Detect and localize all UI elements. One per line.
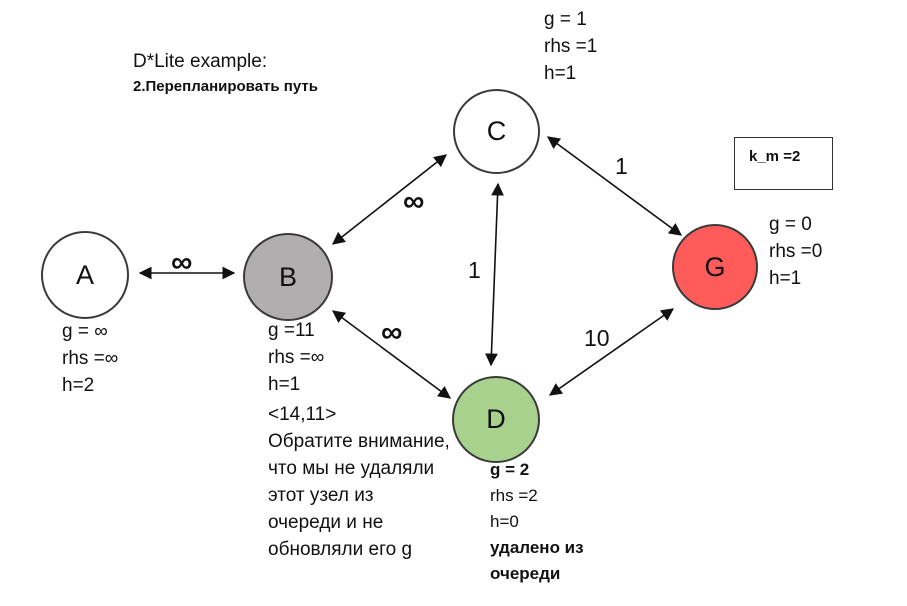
diagram-title: D*Lite example: (133, 51, 268, 72)
node-c-g: g = 1 (544, 9, 587, 30)
node-b-note-line: этот узел из (268, 485, 374, 506)
node-a: A (41, 231, 129, 319)
node-d-g: g = 2 (490, 460, 530, 479)
node-g-h: h=1 (769, 268, 802, 289)
node-d: D (452, 376, 540, 463)
node-d-note-line: очереди (490, 564, 561, 583)
node-a-rhs: rhs =∞ (62, 348, 119, 369)
node-a-g: g = ∞ (62, 321, 108, 342)
node-c-values: g = 1 rhs =1 h=1 (544, 6, 597, 87)
node-g-values: g = 0 rhs =0 h=1 (769, 211, 822, 292)
node-b-note-line: что мы не удаляли (268, 458, 435, 479)
node-b-note: Обратите внимание, что мы не удаляли это… (268, 428, 450, 563)
edge-c-d-cost: 1 (468, 257, 481, 283)
node-c-h: h=1 (544, 63, 577, 84)
edge-d-g-cost: 10 (584, 325, 610, 351)
node-b-note-line: обновляли его g (268, 539, 413, 560)
edge-a-b-cost: ∞ (171, 246, 193, 279)
node-g: G (672, 224, 758, 310)
node-b-key: <14,11> (268, 404, 337, 425)
node-b-note-line: Обратите внимание, (268, 431, 450, 452)
node-b-g: g =11 (268, 320, 315, 341)
node-a-h: h=2 (62, 375, 95, 396)
diagram-subtitle: 2.Перепланировать путь (133, 78, 318, 95)
node-a-values: g = ∞ rhs =∞ h=2 (62, 318, 118, 399)
node-b-note-line: очереди и не (268, 512, 384, 533)
node-b-values: g =11 rhs =∞ h=1 <14,11> Обратите вниман… (268, 317, 450, 563)
node-d-values: g = 2 rhs =2 h=0 удалено из очереди (490, 457, 584, 587)
edge-b-c (331, 154, 448, 245)
edge-b-d (331, 310, 452, 399)
node-b: B (243, 233, 333, 321)
node-c: C (453, 89, 540, 174)
node-b-rhs: rhs =∞ (268, 347, 325, 368)
node-d-h: h=0 (490, 512, 519, 531)
edge-c-d (485, 182, 504, 367)
node-d-rhs: rhs =2 (490, 486, 538, 505)
edge-c-g (546, 136, 683, 236)
edge-b-d-cost: ∞ (381, 316, 403, 349)
node-d-note-line: удалено из (490, 538, 584, 557)
edge-b-c-cost: ∞ (403, 185, 425, 218)
node-b-h: h=1 (268, 374, 301, 395)
km-box: k_m =2 (734, 137, 833, 190)
node-g-rhs: rhs =0 (769, 241, 823, 262)
edge-d-g (548, 308, 675, 396)
edge-c-g-cost: 1 (615, 153, 628, 179)
node-c-rhs: rhs =1 (544, 36, 598, 57)
node-g-g: g = 0 (769, 214, 812, 235)
